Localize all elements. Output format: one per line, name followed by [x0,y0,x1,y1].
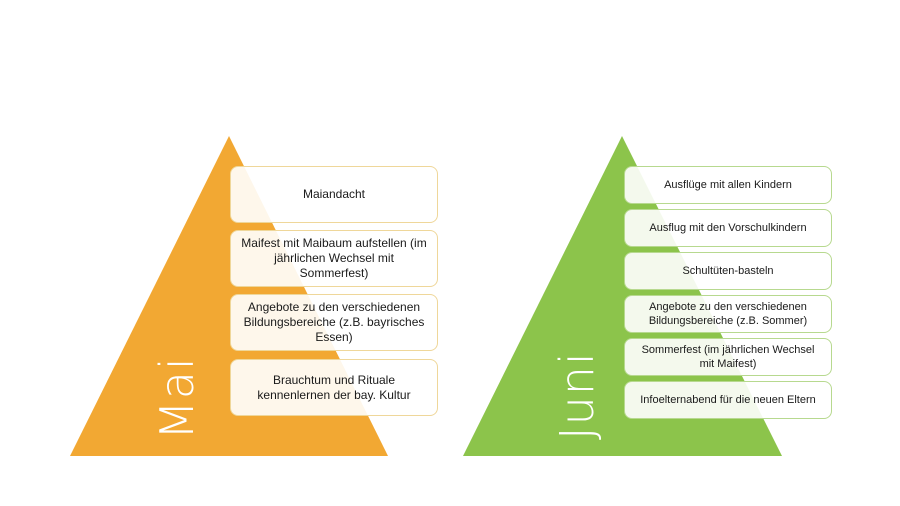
juni-item: Sommerfest (im jährlichen Wechsel mit Ma… [624,338,832,376]
mai-item: Maifest mit Maibaum aufstellen (im jährl… [230,230,438,287]
mai-item: Brauchtum und Rituale kennenlernen der b… [230,359,438,416]
mai-item: Angebote zu den verschiedenen Bildungsbe… [230,294,438,351]
mai-month-label: Mai [150,356,204,440]
juni-item: Ausflüge mit allen Kindern [624,166,832,204]
juni-item: Infoelternabend für die neuen Eltern [624,381,832,419]
juni-item: Ausflug mit den Vorschulkindern [624,209,832,247]
juni-item: Angebote zu den verschiedenen Bildungsbe… [624,295,832,333]
juni-item: Schultüten-basteln [624,252,832,290]
mai-item: Maiandacht [230,166,438,223]
juni-month-label: Juni [550,351,604,440]
juni-pyramid [463,136,782,456]
